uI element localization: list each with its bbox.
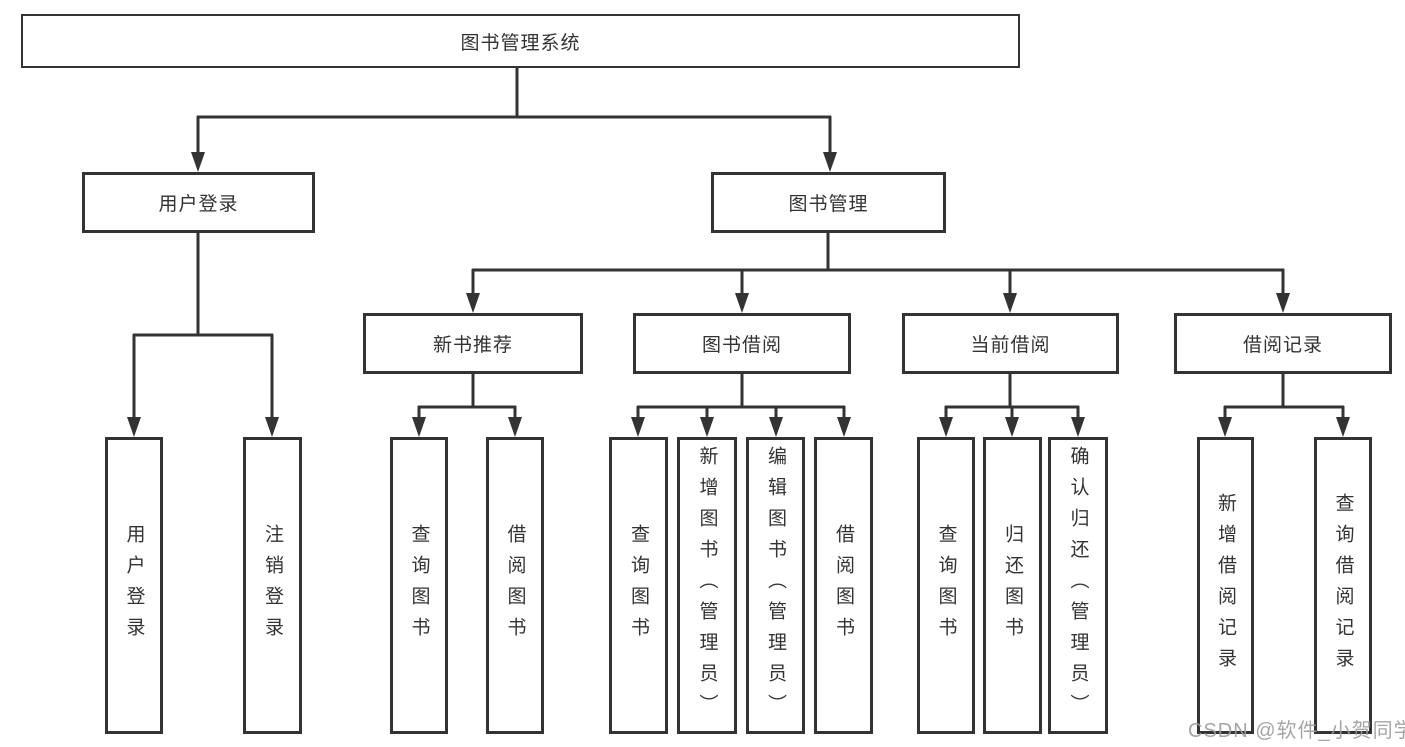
leaf-bb-borrow-book: 借阅图书	[814, 437, 873, 734]
leaf-bb-query-book: 查询图书	[609, 437, 668, 734]
node-current-borrow: 当前借阅	[902, 313, 1119, 374]
leaf-cb-query-book: 查询图书	[917, 437, 975, 734]
node-book-borrow: 图书借阅	[633, 313, 851, 374]
leaf-cb-confirm-return: 确认归还（管理员）	[1048, 437, 1108, 734]
leaf-bb-borrow-book-label: 借阅图书	[833, 523, 854, 648]
leaf-bb-edit-book-label: 编辑图书（管理员）	[765, 446, 786, 725]
leaf-cb-confirm-return-label: 确认归还（管理员）	[1067, 446, 1089, 725]
csdn-watermark: CSDN @软件_小贺同学	[1188, 720, 1405, 742]
node-user-login-label: 用户登录	[158, 194, 239, 215]
leaf-br-add-record: 新增借阅记录	[1197, 437, 1254, 734]
leaf-br-add-record-label: 新增借阅记录	[1215, 492, 1236, 679]
leaf-bb-query-book-label: 查询图书	[628, 523, 649, 648]
node-book-borrow-label: 图书借阅	[701, 335, 782, 356]
leaf-nb-query-book: 查询图书	[390, 437, 448, 734]
node-current-borrow-label: 当前借阅	[970, 335, 1051, 356]
leaf-cb-return-book-label: 归还图书	[1002, 523, 1023, 648]
leaf-br-query-record-label: 查询借阅记录	[1332, 492, 1354, 679]
leaf-bb-add-book-label: 新增图书（管理员）	[696, 446, 718, 725]
node-root-label: 图书管理系统	[460, 32, 581, 54]
leaf-bb-edit-book: 编辑图书（管理员）	[746, 437, 805, 734]
leaf-logout-label: 注销登录	[262, 523, 283, 648]
node-borrow-records-label: 借阅记录	[1242, 335, 1323, 356]
node-new-book-recommend: 新书推荐	[363, 313, 583, 374]
leaf-nb-borrow-book: 借阅图书	[486, 437, 544, 734]
node-new-book-recommend-label: 新书推荐	[432, 335, 513, 356]
leaf-logout: 注销登录	[243, 437, 302, 734]
node-borrow-records: 借阅记录	[1174, 313, 1392, 374]
node-book-management: 图书管理	[711, 172, 946, 233]
leaf-br-query-record: 查询借阅记录	[1314, 437, 1372, 734]
leaf-nb-query-book-label: 查询图书	[408, 523, 430, 648]
leaf-user-login: 用户登录	[105, 437, 163, 734]
leaf-cb-query-book-label: 查询图书	[935, 523, 957, 648]
node-root: 图书管理系统	[21, 14, 1020, 68]
leaf-bb-add-book: 新增图书（管理员）	[677, 437, 737, 734]
leaf-user-login-label: 用户登录	[123, 523, 145, 648]
leaf-nb-borrow-book-label: 借阅图书	[504, 523, 526, 648]
node-book-management-label: 图书管理	[788, 194, 869, 215]
leaf-cb-return-book: 归还图书	[983, 437, 1042, 734]
node-user-login: 用户登录	[82, 172, 315, 233]
